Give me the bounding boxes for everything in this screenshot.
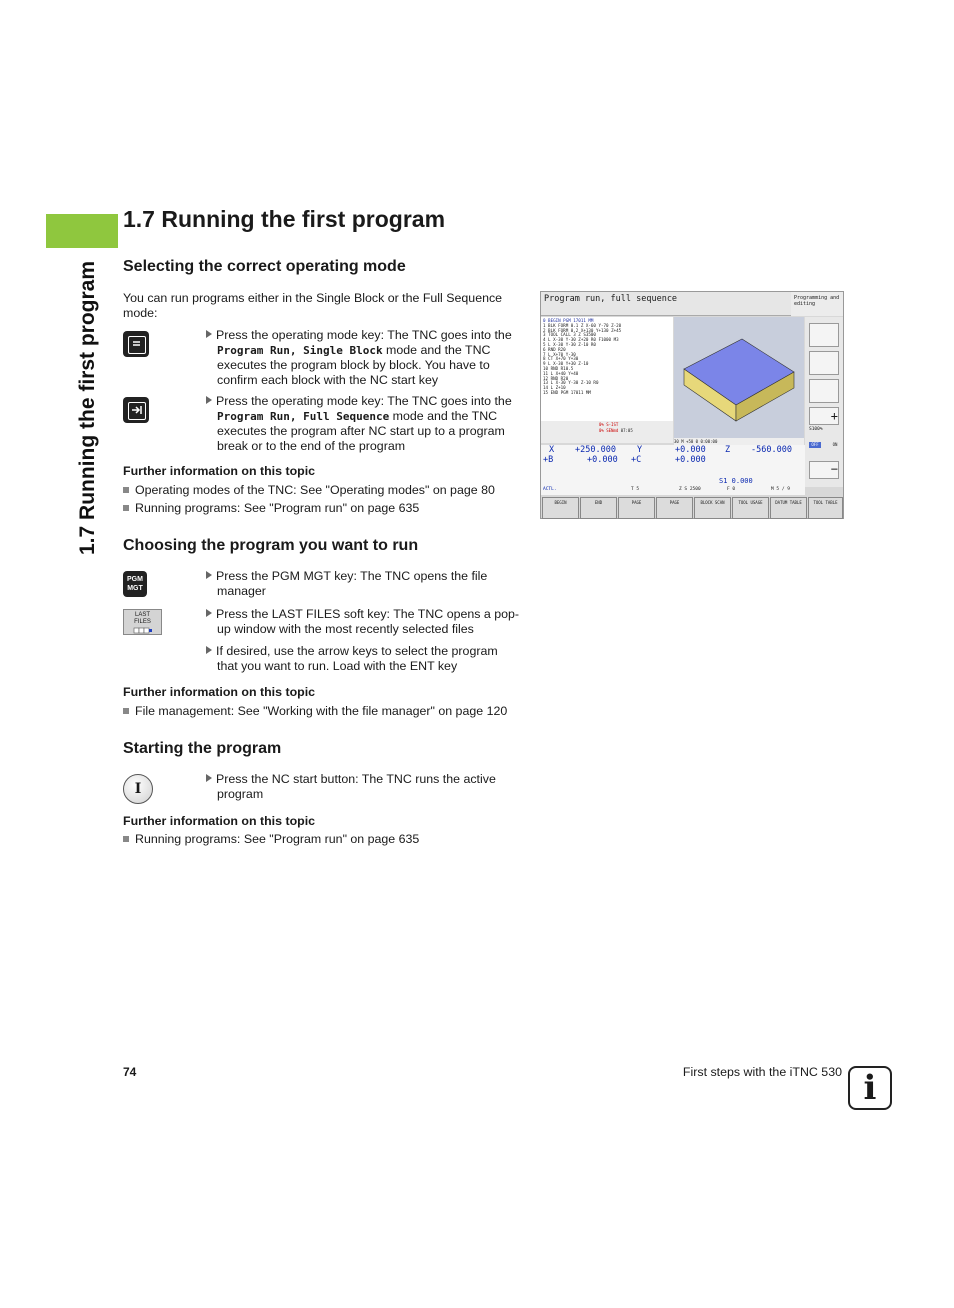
- link-program-run-2[interactable]: Running programs: See "Program run" on p…: [123, 832, 419, 847]
- program-line: 8 CT X+70 Y+30: [543, 356, 579, 362]
- section-heading-mode: Selecting the correct operating mode: [123, 258, 406, 275]
- softkey-tool-table[interactable]: TOOL TABLE: [808, 497, 843, 519]
- link-file-manager[interactable]: File management: See "Working with the f…: [123, 704, 507, 719]
- mode-step-single: Press the operating mode key: The TNC go…: [206, 328, 524, 387]
- section-heading-start: Starting the program: [123, 740, 282, 757]
- full-sequence-key-icon: [123, 397, 149, 423]
- feed-view-icon: [809, 379, 839, 403]
- softkey-block-scan[interactable]: BLOCK SCAN: [694, 497, 731, 519]
- choose-step-arrows: If desired, use the arrow keys to select…: [206, 644, 524, 673]
- message-line: 0% S-IST: [599, 422, 619, 427]
- actl-label: ACTL.: [543, 487, 557, 492]
- program-line: 0 BEGIN PGM 17011 MM: [543, 318, 594, 323]
- program-line: 13 L X-30 Y-30 Z-10 R0: [543, 380, 599, 386]
- further-info-heading: Further information on this topic: [123, 814, 316, 828]
- tool-number: T 5: [631, 487, 640, 492]
- axis-label: +C: [631, 455, 642, 465]
- page-title: 1.7 Running the first program: [123, 206, 446, 232]
- choose-step-pgm: Press the PGM MGT key: The TNC opens the…: [206, 569, 524, 598]
- section-heading-choose: Choosing the program you want to run: [123, 537, 419, 554]
- tool-axis-speed: Z S 2500: [679, 487, 701, 492]
- axis-label: Z: [725, 445, 731, 455]
- tnc-screenshot: Program run, full sequence Programming a…: [540, 291, 844, 519]
- page-number: 74: [123, 1065, 137, 1079]
- program-line: 7 L X+70 Y-30: [543, 351, 576, 357]
- program-line: 3 TOOL CALL 3 Z S3500: [543, 332, 596, 338]
- axis-label: +B: [543, 455, 554, 465]
- screen-mode-header: Program run, full sequence: [541, 292, 791, 316]
- tool-view-icon: [809, 351, 839, 375]
- axis-value: +250.000: [575, 445, 616, 455]
- program-line: 15 END PGM 17011 MM: [543, 389, 591, 395]
- program-line: 6 RND R20: [543, 346, 566, 352]
- softkey-datum-table[interactable]: DATUM TABLE: [770, 497, 807, 519]
- chapter-tab: [46, 214, 118, 248]
- override-label: S100%: [809, 427, 823, 432]
- program-line: 10 RND R10.5: [543, 365, 574, 371]
- program-line: 12 RND R20: [543, 375, 569, 381]
- program-listing: 0 BEGIN PGM 17011 MM 1 BLK FORM 0.1 Z X-…: [541, 317, 673, 421]
- axis-value: +0.000: [675, 445, 706, 455]
- message-area: 0% S-IST 0% SENmd 07:05: [541, 421, 673, 443]
- axis-value: +0.000: [587, 455, 618, 465]
- softkey-page-down[interactable]: PAGE: [656, 497, 693, 519]
- program-line: 5 L X-30 Y-30 Z-10 R0: [543, 341, 596, 347]
- workpiece-graphic: [674, 317, 804, 438]
- machine-view-icon: [809, 323, 839, 347]
- softkey-end[interactable]: END: [580, 497, 617, 519]
- nc-start-button-icon: I: [123, 774, 153, 804]
- screen-mode-header-right: Programming and editing: [791, 292, 843, 316]
- minus-icon: −: [809, 461, 839, 479]
- start-step: Press the NC start button: The TNC runs …: [206, 772, 524, 801]
- further-info-heading: Further information on this topic: [123, 464, 316, 478]
- program-line: 2 BLK FORM 0.2 X+130 Y+130 Z+45: [543, 327, 622, 333]
- softkey-begin[interactable]: BEGIN: [542, 497, 579, 519]
- link-program-run[interactable]: Running programs: See "Program run" on p…: [123, 501, 419, 516]
- clock: 07:05: [620, 428, 633, 433]
- program-line: 4 L X-30 Y-30 Z+20 R0 F1000 M3: [543, 337, 619, 343]
- position-display: X +250.000 Y +0.000 Z -560.000 +B +0.000…: [541, 445, 805, 495]
- info-icon: i: [848, 1066, 892, 1110]
- single-block-key-icon: [123, 331, 149, 357]
- side-chapter-title: 1.7 Running the first program: [76, 260, 99, 555]
- softkey-tool-usage[interactable]: TOOL USAGE: [732, 497, 769, 519]
- axis-label: X: [549, 445, 555, 455]
- axis-value: -560.000: [751, 445, 792, 455]
- program-line: 9 L X-30 Y+30 Z-10: [543, 361, 589, 367]
- mode-step-full: Press the operating mode key: The TNC go…: [206, 394, 524, 453]
- softkey-page-up[interactable]: PAGE: [618, 497, 655, 519]
- further-info-heading: Further information on this topic: [123, 685, 316, 699]
- on-toggle: ON: [832, 442, 838, 447]
- off-toggle: OFF: [809, 442, 821, 448]
- mode-intro: You can run programs either in the Singl…: [123, 291, 503, 320]
- program-line: 1 BLK FORM 0.1 Z X-60 Y-70 Z-20: [543, 322, 622, 328]
- choose-step-last-files: Press the LAST FILES soft key: The TNC o…: [206, 607, 524, 636]
- side-softkeys: + S100% OFF ON −: [805, 317, 843, 487]
- status-line: 30 M +50 0 0:00:00: [674, 438, 804, 445]
- message-line: 0% SENmd: [599, 428, 619, 433]
- plus-icon: +: [809, 407, 839, 425]
- feed-value: F 0: [727, 487, 736, 492]
- program-line: 11 L X+40 Y+40: [543, 370, 579, 376]
- axis-value: +0.000: [675, 455, 706, 465]
- spindle-value: S1 0.000: [719, 477, 753, 485]
- m-functions: M 5 / 9: [771, 487, 790, 492]
- link-operating-modes[interactable]: Operating modes of the TNC: See "Operati…: [123, 483, 495, 498]
- program-line: 14 L Z+10: [543, 385, 566, 391]
- axis-label: Y: [637, 445, 643, 455]
- footer-title: First steps with the iTNC 530: [682, 1065, 842, 1079]
